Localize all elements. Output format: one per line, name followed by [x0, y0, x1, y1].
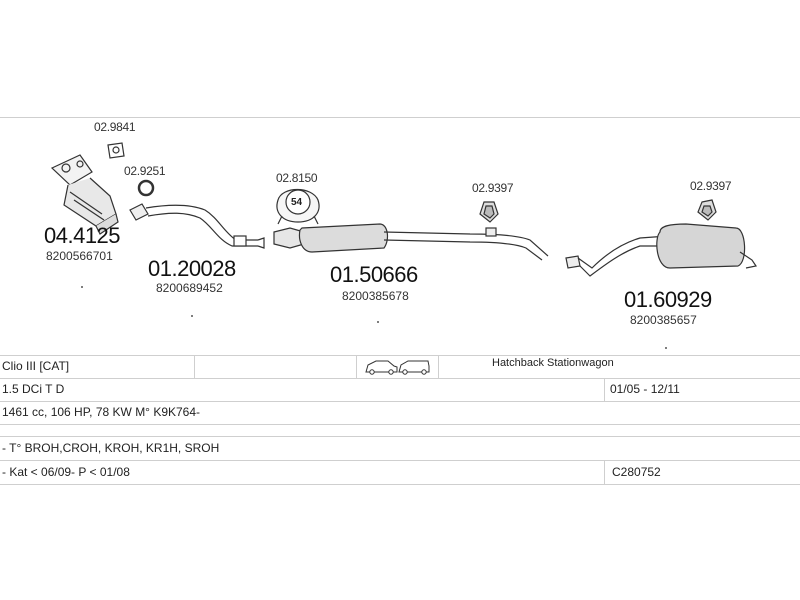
col-divider-2: [356, 355, 357, 378]
centre-silencer-oem: 8200385678: [342, 289, 409, 303]
catalyst-oem: 8200566701: [46, 249, 113, 263]
row-rule-2: [0, 401, 800, 402]
diagram-top-rule: [0, 117, 800, 118]
col-divider-1: [194, 355, 195, 378]
clamp-drawing: [276, 188, 320, 225]
hanger-mid-code: 02.9397: [472, 181, 514, 195]
rear-silencer-ref: 01.60929: [624, 287, 712, 312]
hanger-mid-drawing: [479, 201, 499, 223]
model-cell: Clio III [CAT]: [2, 359, 70, 373]
engine-cell: 1.5 DCi T D: [2, 382, 65, 396]
period-cell: 01/05 - 12/11: [610, 382, 680, 396]
centre-silencer-drawing: [273, 223, 549, 261]
catalog-code-cell: C280752: [612, 465, 661, 479]
hanger-rear-code: 02.9397: [690, 179, 732, 193]
col-divider-3: [438, 355, 439, 378]
rear-silencer-drawing: [565, 223, 757, 277]
notes-cell: - Kat < 06/09- P < 01/08: [2, 465, 130, 479]
gasket-top-code: 02.9841: [94, 120, 136, 134]
dot-3: [377, 321, 379, 323]
front-pipe-oem: 8200689452: [156, 281, 223, 295]
front-pipe-drawing: [129, 203, 265, 249]
row-rule-1: [0, 378, 800, 379]
dot-2: [191, 315, 193, 317]
row-rule-3: [0, 424, 800, 425]
ring-code: 02.9251: [124, 164, 166, 178]
dot-4: [665, 347, 667, 349]
clamp-number: 54: [291, 197, 303, 208]
col-divider-4: [604, 378, 605, 401]
ring-drawing: [137, 179, 155, 197]
centre-silencer-ref: 01.50666: [330, 262, 418, 287]
rear-silencer-oem: 8200385657: [630, 313, 697, 327]
hanger-rear-drawing: [697, 199, 717, 221]
row-rule-0: [0, 355, 800, 356]
gasket-top-drawing: [107, 142, 125, 159]
dot-1: [81, 286, 83, 288]
row-rule-5: [0, 460, 800, 461]
front-pipe-ref: 01.20028: [148, 256, 236, 281]
catalyst-ref: 04.4125: [44, 223, 121, 248]
row-rule-6: [0, 484, 800, 485]
body-types-cell: Hatchback Stationwagon: [492, 357, 614, 369]
clamp-code: 02.8150: [276, 171, 318, 185]
col-divider-5: [604, 460, 605, 484]
type-codes-cell: - T° BROH,CROH, KROH, KR1H, SROH: [2, 441, 220, 455]
spec-cell: 1461 cc, 106 HP, 78 KW M° K9K764-: [2, 405, 201, 419]
catalyst-drawing: [50, 154, 119, 235]
row-rule-4: [0, 436, 800, 437]
